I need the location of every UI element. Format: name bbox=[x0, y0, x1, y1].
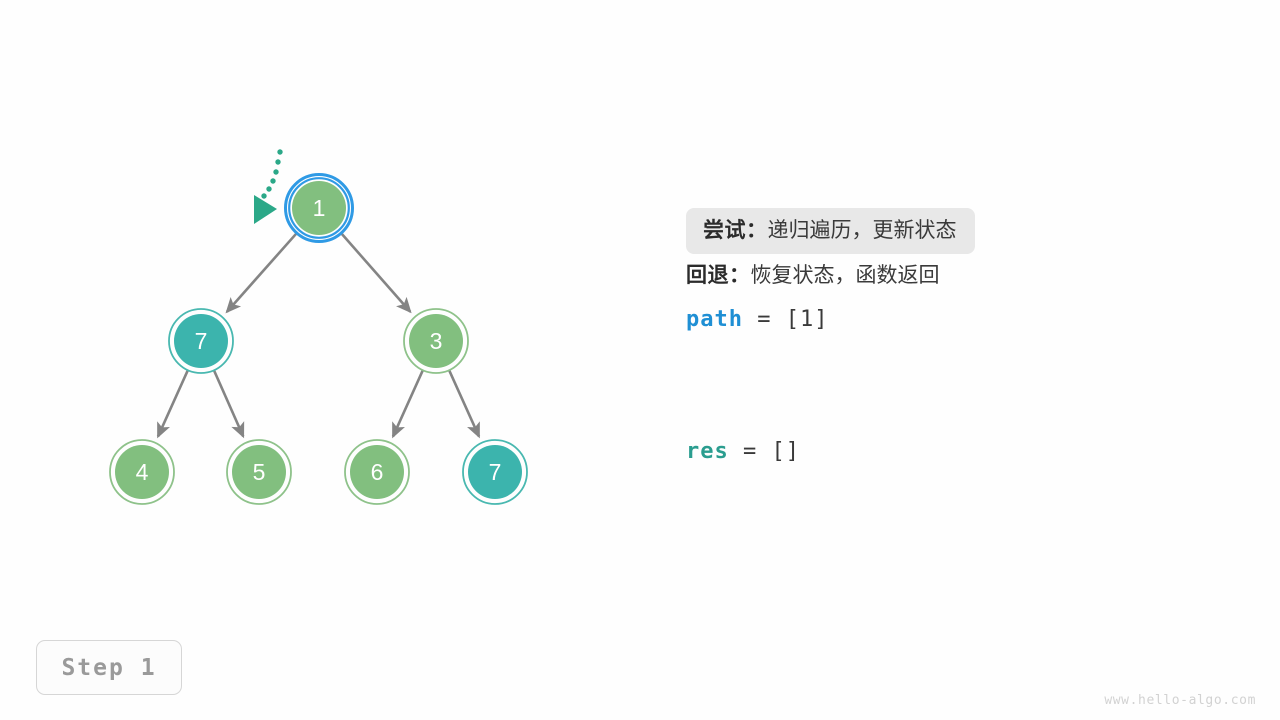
tree-node-4[interactable]: 4 bbox=[109, 439, 175, 505]
res-line-variable: res bbox=[686, 439, 729, 464]
node-label: 5 bbox=[253, 459, 266, 485]
tree-node-7[interactable]: 7 bbox=[168, 308, 234, 374]
node-outline-ring bbox=[344, 439, 410, 505]
pointer-trail-dot bbox=[270, 178, 276, 184]
pointer-trail-dot bbox=[266, 186, 272, 192]
step-badge-label: Step 1 bbox=[61, 654, 157, 681]
node-circle bbox=[292, 181, 346, 235]
node-outline-ring bbox=[462, 439, 528, 505]
spacer-line-1 bbox=[686, 342, 1246, 386]
tree-edges bbox=[156, 232, 481, 439]
node-label: 3 bbox=[430, 328, 443, 354]
node-outline-ring bbox=[168, 308, 234, 374]
pointer-trail-dot bbox=[275, 159, 281, 165]
tree-edge bbox=[447, 369, 481, 439]
backtrack-line-row: 回退：恢复状态，函数返回 bbox=[686, 254, 1246, 298]
node-circle bbox=[409, 314, 463, 368]
pointer-trail-dot bbox=[277, 149, 283, 155]
pointer-trail-dot bbox=[261, 193, 267, 199]
try-line-row: 尝试：递归遍历，更新状态 bbox=[686, 208, 1246, 254]
res-line-value: = [] bbox=[728, 439, 800, 464]
tree-edge bbox=[212, 369, 245, 439]
tree-nodes: 1 7 3 4 5 6 7 bbox=[109, 173, 528, 505]
tree-node-3[interactable]: 3 bbox=[403, 308, 469, 374]
binary-tree-diagram: 1 7 3 4 5 6 7 bbox=[109, 149, 528, 505]
pointer-triangle-icon bbox=[254, 195, 277, 224]
recursion-pointer bbox=[254, 149, 283, 224]
path-line-variable: path bbox=[686, 307, 743, 332]
tree-node-1[interactable]: 1 bbox=[284, 173, 354, 243]
step-badge: Step 1 bbox=[36, 640, 182, 695]
backtrack-line-text: 恢复状态，函数返回 bbox=[750, 264, 940, 287]
backtrack-line-keyword: 回退： bbox=[686, 264, 751, 287]
tree-node-7[interactable]: 7 bbox=[462, 439, 528, 505]
node-label: 1 bbox=[313, 195, 326, 221]
spacer-line-2 bbox=[686, 386, 1246, 430]
backtrack-line: 回退：恢复状态，函数返回 bbox=[686, 254, 1246, 298]
active-node-ring bbox=[284, 173, 354, 243]
node-circle bbox=[232, 445, 286, 499]
path-line-value: = [1] bbox=[742, 307, 829, 332]
tree-edge bbox=[340, 232, 412, 314]
node-label: 7 bbox=[489, 459, 502, 485]
try-line-keyword: 尝试： bbox=[703, 219, 768, 242]
node-outline-ring bbox=[109, 439, 175, 505]
node-circle bbox=[350, 445, 404, 499]
node-circle bbox=[115, 445, 169, 499]
active-node-inner-ring bbox=[288, 177, 350, 239]
try-line: 尝试：递归遍历，更新状态 bbox=[686, 208, 975, 254]
tree-node-6[interactable]: 6 bbox=[344, 439, 410, 505]
path-line: path = [1] bbox=[686, 298, 1246, 342]
pointer-trail-dot bbox=[273, 169, 279, 175]
tree-node-5[interactable]: 5 bbox=[226, 439, 292, 505]
node-outline-ring bbox=[226, 439, 292, 505]
node-label: 6 bbox=[371, 459, 384, 485]
watermark: www.hello-algo.com bbox=[1104, 693, 1256, 708]
node-label: 7 bbox=[195, 328, 208, 354]
try-line-text: 递归遍历，更新状态 bbox=[767, 219, 957, 242]
tree-edge bbox=[391, 369, 425, 439]
res-line: res = [] bbox=[686, 430, 1246, 474]
node-circle bbox=[468, 445, 522, 499]
node-outline-ring bbox=[403, 308, 469, 374]
tree-edge bbox=[225, 232, 298, 314]
node-label: 4 bbox=[136, 459, 149, 485]
tree-edge bbox=[156, 369, 190, 439]
node-circle bbox=[174, 314, 228, 368]
